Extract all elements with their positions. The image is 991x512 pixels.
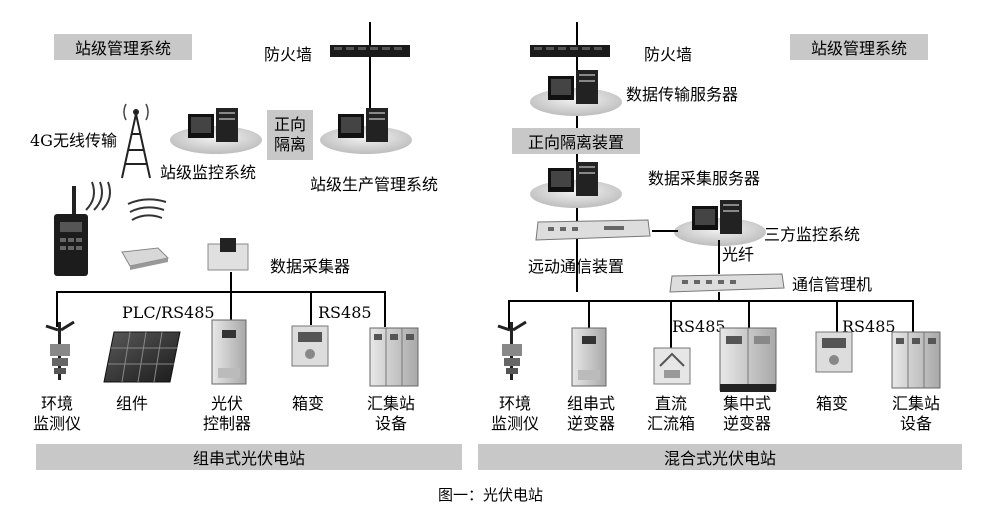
left-collector-drop bbox=[230, 272, 232, 292]
left-bus bbox=[56, 291, 386, 293]
pv-controller-icon bbox=[211, 319, 247, 385]
string-inverter-icon bbox=[571, 327, 607, 387]
firewall-icon bbox=[330, 45, 410, 57]
right-station-title: 混合式光伏电站 bbox=[478, 444, 962, 470]
comm-manager-icon bbox=[669, 273, 785, 293]
right-third-party-link bbox=[652, 230, 678, 232]
collect-server-cloud-icon bbox=[530, 162, 622, 208]
right-remote-device-label: 远动通信装置 bbox=[528, 257, 625, 276]
right-fiber-label: 光纤 bbox=[722, 245, 755, 264]
firewall-icon bbox=[530, 45, 610, 57]
weather-station-icon bbox=[45, 320, 75, 380]
right-top-line bbox=[576, 22, 578, 292]
switchgear-icon bbox=[891, 331, 941, 389]
antenna-tower-icon bbox=[121, 103, 151, 179]
left-firewall-label: 防火墙 bbox=[264, 45, 313, 64]
signal-waves-icon bbox=[127, 198, 167, 221]
left-isolation-box: 正向 隔离 bbox=[267, 110, 313, 160]
right-third-party-label: 三方监控系统 bbox=[764, 225, 861, 244]
left-bus-label-rs485: RS485 bbox=[318, 303, 372, 322]
right-device-5-label: 箱变 bbox=[815, 394, 848, 413]
right-device-2-label: 组串式逆变器 bbox=[566, 394, 615, 433]
box-transformer-icon bbox=[291, 325, 329, 367]
left-drop-4 bbox=[310, 291, 312, 325]
right-collect-server-label: 数据采集服务器 bbox=[648, 169, 761, 188]
left-device-1-label: 环境监测仪 bbox=[32, 394, 81, 433]
right-device-6-label: 汇集站设备 bbox=[891, 394, 940, 433]
left-production-mgmt-label: 站级生产管理系统 bbox=[310, 175, 439, 194]
left-collector-label: 数据采集器 bbox=[270, 257, 351, 276]
wireless-module-icon bbox=[121, 247, 170, 270]
right-device-3-label: 直流汇流箱 bbox=[646, 394, 695, 433]
production-mgmt-cloud-icon bbox=[320, 108, 412, 154]
data-collector-icon bbox=[207, 238, 249, 271]
right-drop-5 bbox=[836, 300, 838, 334]
left-device-3-label: 光伏控制器 bbox=[202, 394, 251, 433]
right-drop-4 bbox=[748, 300, 750, 330]
left-top-line bbox=[369, 22, 371, 122]
left-bus-label-plc: PLC/RS485 bbox=[122, 303, 215, 322]
signal-waves-icon bbox=[85, 181, 111, 211]
right-bus-label-rs485-b: RS485 bbox=[842, 317, 896, 336]
remote-comm-device-icon bbox=[535, 219, 651, 241]
box-transformer-icon bbox=[815, 331, 853, 373]
left-device-2-label: 组件 bbox=[115, 394, 148, 413]
dc-combiner-icon bbox=[653, 347, 691, 385]
right-bus bbox=[508, 300, 914, 302]
left-wireless-label: 4G无线传输 bbox=[30, 131, 117, 150]
right-drop-3 bbox=[670, 300, 672, 348]
transfer-server-cloud-icon bbox=[530, 70, 622, 116]
left-device-5-label: 汇集站设备 bbox=[366, 394, 415, 433]
switchgear-icon bbox=[369, 327, 419, 387]
right-section-label: 站级管理系统 bbox=[790, 34, 928, 60]
right-fiber-line bbox=[718, 240, 720, 274]
right-transfer-server-label: 数据传输服务器 bbox=[626, 85, 739, 104]
left-drop-5 bbox=[384, 291, 386, 327]
right-isolation-box: 正向隔离装置 bbox=[512, 128, 640, 154]
left-drop-1 bbox=[56, 291, 58, 327]
left-station-title: 组串式光伏电站 bbox=[36, 444, 462, 470]
left-section-label: 站级管理系统 bbox=[54, 34, 192, 60]
weather-station-icon bbox=[497, 320, 527, 380]
handheld-terminal-icon bbox=[54, 186, 88, 276]
right-firewall-label: 防火墙 bbox=[644, 45, 693, 64]
right-bus-label-rs485-a: RS485 bbox=[672, 317, 726, 336]
right-comm-manager-label: 通信管理机 bbox=[792, 275, 873, 294]
right-drop-2 bbox=[588, 300, 590, 330]
left-drop-3 bbox=[230, 291, 232, 323]
right-device-4-label: 集中式逆变器 bbox=[722, 394, 771, 433]
station-monitor-cloud-icon bbox=[170, 108, 262, 154]
figure-caption: 图一：光伏电站 bbox=[438, 486, 544, 504]
left-station-monitor-label: 站级监控系统 bbox=[160, 163, 257, 182]
left-device-4-label: 箱变 bbox=[291, 394, 324, 413]
right-device-1-label: 环境监测仪 bbox=[490, 394, 539, 433]
third-party-cloud-icon bbox=[674, 200, 766, 246]
right-manager-drop bbox=[718, 292, 720, 302]
right-drop-1 bbox=[508, 300, 510, 330]
solar-panel-icon bbox=[103, 331, 181, 383]
central-inverter-icon bbox=[719, 327, 777, 392]
right-drop-6 bbox=[912, 300, 914, 334]
